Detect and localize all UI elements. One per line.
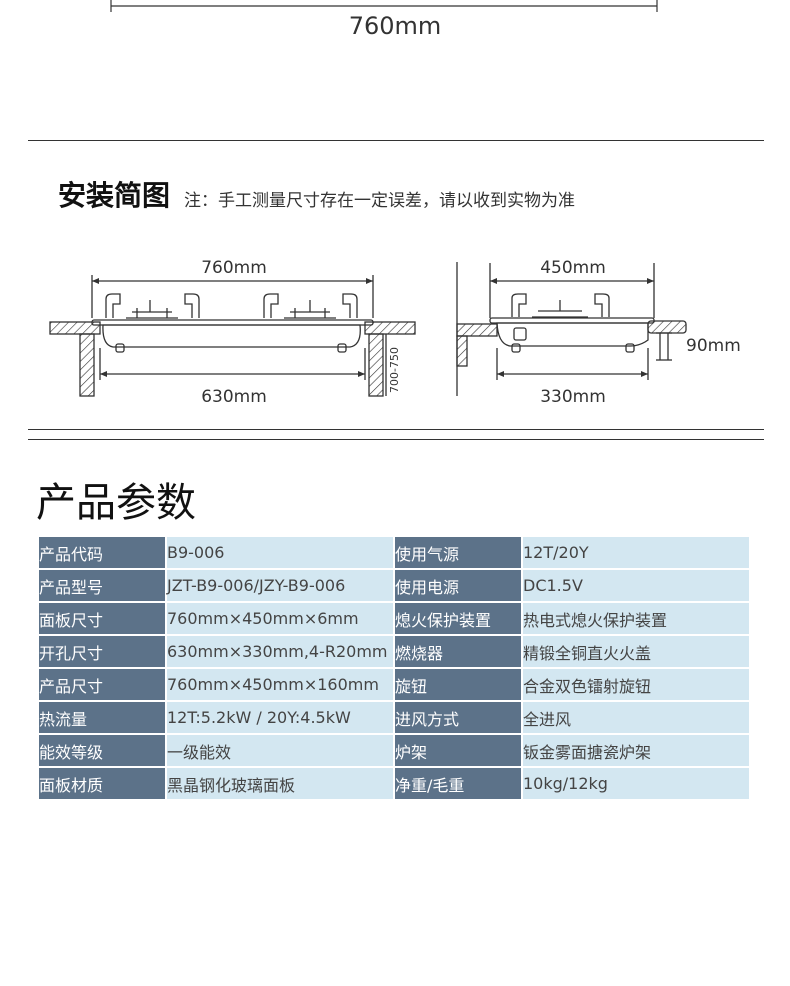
spec-value: 630mm×330mm,4-R20mm	[167, 636, 393, 669]
spec-value: 精锻全铜直火火盖	[523, 636, 749, 669]
spec-value: 一级能效	[167, 735, 393, 768]
front-view	[49, 275, 416, 397]
side-width-label: 450mm	[540, 258, 606, 278]
spec-row: 能效等级一级能效炉架钣金雾面搪瓷炉架	[39, 735, 749, 768]
front-height-label: 700-750	[388, 347, 401, 393]
divider-double-2	[28, 439, 764, 440]
spec-value: 合金双色镭射旋钮	[523, 669, 749, 702]
front-width-label: 760mm	[201, 258, 267, 278]
spec-key: 能效等级	[39, 735, 165, 768]
divider-top	[28, 140, 764, 141]
spec-key: 熄火保护装置	[395, 603, 521, 636]
spec-key: 热流量	[39, 702, 165, 735]
side-cutout-label: 330mm	[540, 387, 606, 407]
spec-key: 产品代码	[39, 537, 165, 570]
spec-value: DC1.5V	[523, 570, 749, 603]
spec-key: 旋钮	[395, 669, 521, 702]
spec-key: 开孔尺寸	[39, 636, 165, 669]
spec-value: 760mm×450mm×160mm	[167, 669, 393, 702]
spec-value: 钣金雾面搪瓷炉架	[523, 735, 749, 768]
spec-key: 炉架	[395, 735, 521, 768]
spec-value: B9-006	[167, 537, 393, 570]
params-section-title: 产品参数	[36, 480, 196, 526]
spec-key: 使用电源	[395, 570, 521, 603]
spec-value: 全进风	[523, 702, 749, 735]
spec-value: JZT-B9-006/JZY-B9-006	[167, 570, 393, 603]
installation-diagram: 760mm 630mm 700-750 450mm 330mm 90mm	[49, 258, 741, 407]
spec-key: 使用气源	[395, 537, 521, 570]
spec-key: 面板材质	[39, 768, 165, 801]
top-dimension-label: 760mm	[348, 12, 442, 40]
spec-value: 热电式熄火保护装置	[523, 603, 749, 636]
spec-key: 进风方式	[395, 702, 521, 735]
spec-key: 面板尺寸	[39, 603, 165, 636]
install-note: 注：手工测量尺寸存在一定误差，请以收到实物为准	[184, 191, 575, 211]
spec-value: 12T:5.2kW / 20Y:4.5kW	[167, 702, 393, 735]
side-view	[456, 262, 687, 396]
side-thickness-label: 90mm	[686, 336, 741, 356]
spec-key: 净重/毛重	[395, 768, 521, 801]
spec-value: 12T/20Y	[523, 537, 749, 570]
spec-key: 产品型号	[39, 570, 165, 603]
front-cutout-label: 630mm	[201, 387, 267, 407]
divider-double-1	[28, 429, 764, 430]
install-section-title: 安装简图	[58, 179, 171, 212]
spec-value: 黑晶钢化玻璃面板	[167, 768, 393, 801]
spec-key: 燃烧器	[395, 636, 521, 669]
spec-key: 产品尺寸	[39, 669, 165, 702]
spec-value: 10kg/12kg	[523, 768, 749, 801]
top-dimension-line	[110, 0, 658, 12]
spec-value: 760mm×450mm×6mm	[167, 603, 393, 636]
